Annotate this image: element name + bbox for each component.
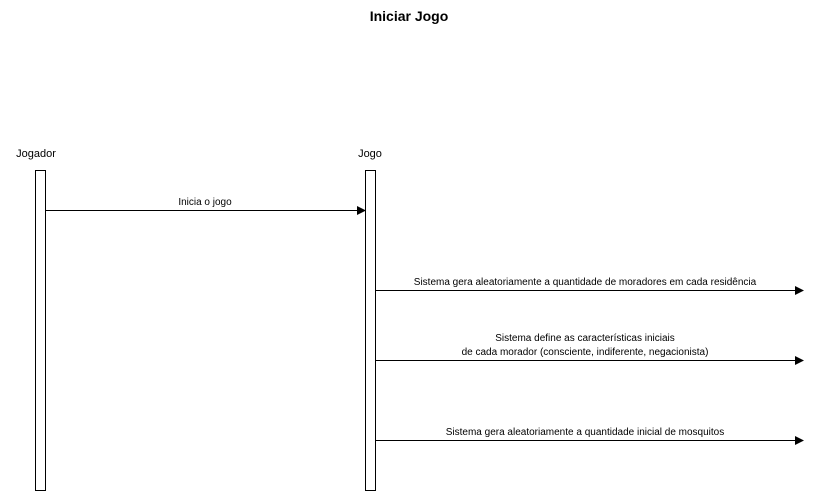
message-label: Inicia o jogo: [178, 197, 232, 208]
message-inicia-o-jogo: Inicia o jogo: [46, 197, 366, 215]
message-label: Sistema gera aleatoriamente a quantidade…: [414, 277, 757, 288]
arrow-head-icon: [357, 206, 366, 215]
message-label-line-2: de cada morador (consciente, indiferente…: [462, 347, 709, 358]
arrow-head-icon: [795, 286, 804, 295]
message-gera-mosquitos: Sistema gera aleatoriamente a quantidade…: [376, 427, 804, 445]
actor-jogo: Jogo: [358, 148, 382, 491]
message-label-line-1: Sistema define as características inicia…: [495, 333, 675, 344]
lifeline-jogador: [35, 170, 46, 491]
actor-label-jogador: Jogador: [16, 148, 56, 160]
diagram-title: Iniciar Jogo: [370, 8, 449, 24]
arrow-head-icon: [795, 436, 804, 445]
arrow-head-icon: [795, 356, 804, 365]
actor-jogador: Jogador: [16, 148, 56, 491]
lifeline-jogo: [365, 170, 376, 491]
message-label: Sistema gera aleatoriamente a quantidade…: [446, 427, 725, 438]
message-define-caracteristicas: Sistema define as características inicia…: [376, 333, 804, 365]
message-gera-moradores: Sistema gera aleatoriamente a quantidade…: [376, 277, 804, 295]
actor-label-jogo: Jogo: [358, 148, 382, 160]
